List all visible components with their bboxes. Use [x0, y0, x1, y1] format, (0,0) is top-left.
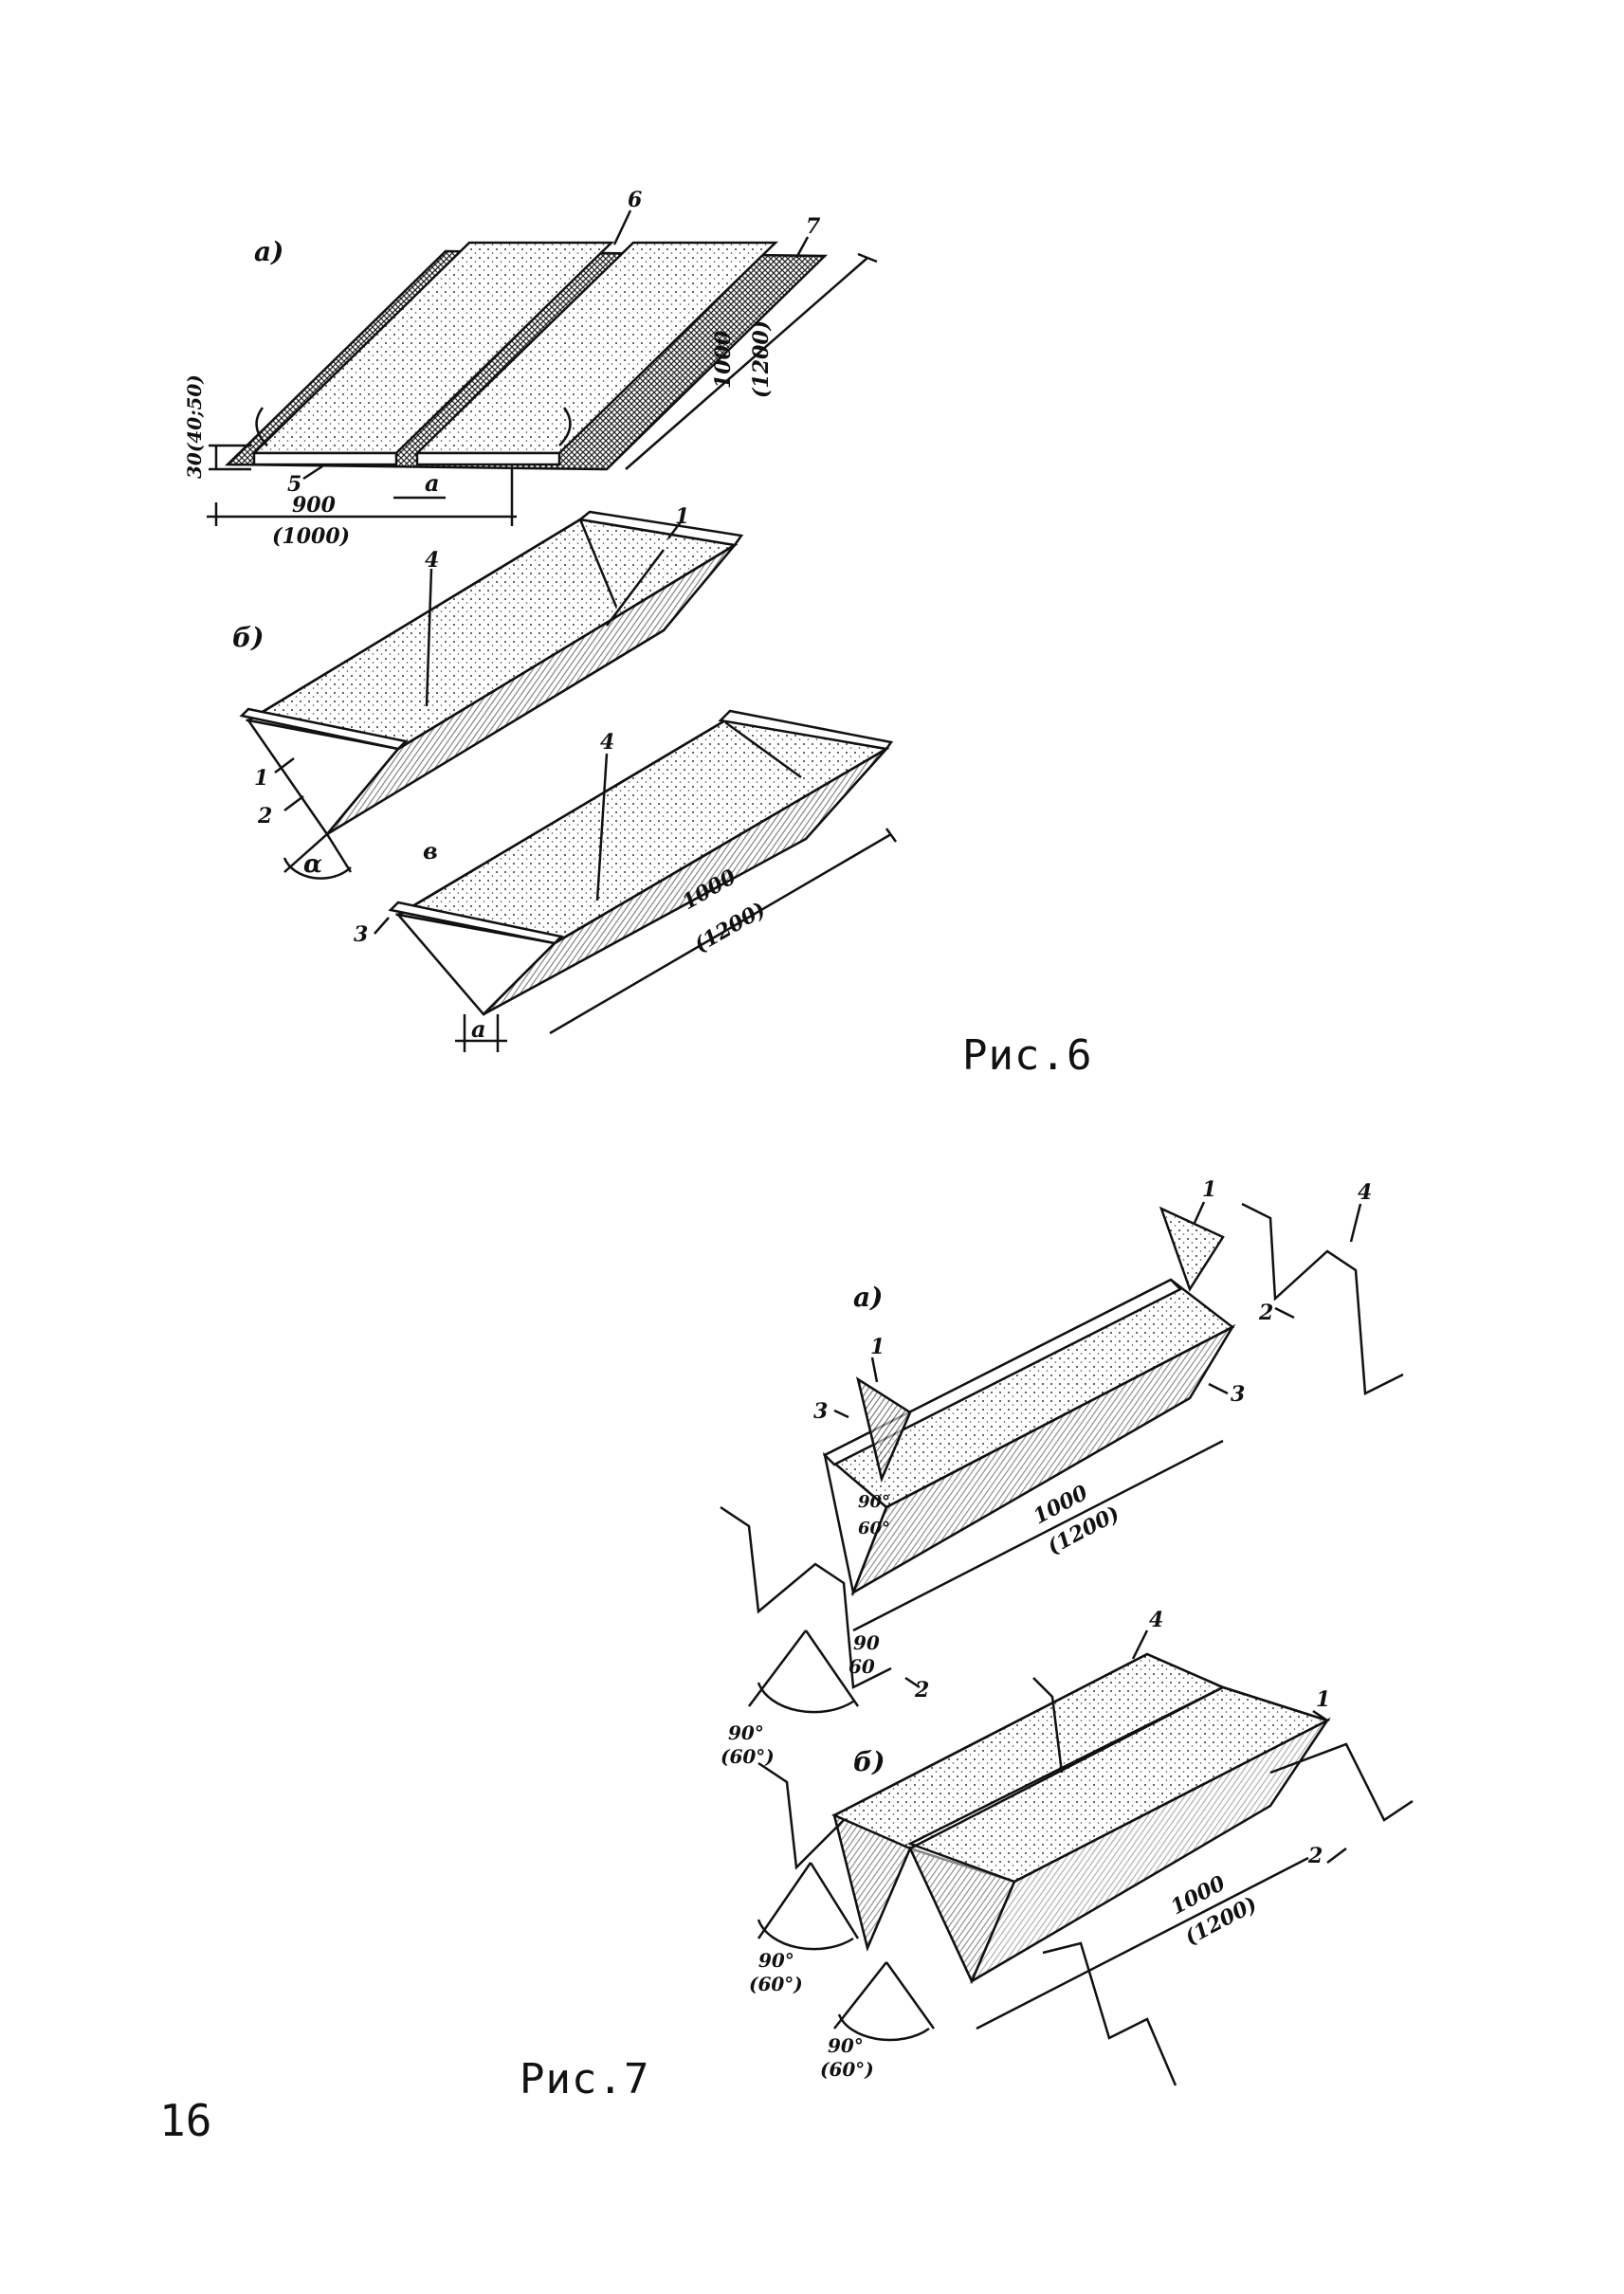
fig7-a-angle-dim-alt: (60°) [721, 1745, 775, 1768]
figure6-drawing [207, 209, 898, 1052]
fig7-b-angle-dim-2: 90° [828, 2034, 864, 2057]
fig7-a-angle-1: 90° [858, 1492, 890, 1512]
fig6-b-angle: α [303, 850, 322, 879]
fig6-b-label-1: 1 [254, 766, 268, 791]
fig7-labels: а) 1 4 2 1 3 3 2 90° 60° 90 60 90° (60°)… [721, 1177, 1372, 2081]
fig6-panel-a-mats [207, 209, 878, 526]
fig7-a-angle-4: 60 [848, 1655, 875, 1678]
fig7-b-angle-dim-1: 90° [758, 1949, 794, 1972]
fig6-b-label-2: 2 [257, 804, 272, 828]
fig6-a-dim-width-alt: (1000) [272, 524, 350, 549]
fig7-b-label-1: 1 [1316, 1687, 1330, 1712]
fig6-panel-c-trough [374, 709, 898, 1052]
fig7-a-label-4: 4 [1358, 1180, 1372, 1205]
fig6-c-dim-gap: а [471, 1015, 486, 1043]
fig6-a-dim-length: 1000 [711, 330, 736, 389]
fig7-a-angle-3: 90 [853, 1631, 880, 1654]
fig7-b-label-4: 4 [1149, 1608, 1163, 1632]
figure7-drawing [720, 1201, 1414, 2086]
fig6-a-letter: а) [254, 236, 283, 267]
fig6-a-dim-gap: а [425, 469, 440, 497]
fig7-b-letter: б) [853, 1746, 885, 1777]
fig7-b-angle-dim-2-alt: (60°) [820, 2058, 874, 2081]
fig7-panel-b-trough [757, 1629, 1414, 2086]
fig6-a-dim-thickness: 30(40;50) [183, 374, 206, 479]
fig7-a-label-3-right: 3 [1231, 1382, 1245, 1407]
fig6-b-label-1-top: 1 [675, 504, 689, 529]
fig6-b-label-4: 4 [425, 548, 439, 573]
fig6-a-dim-width: 900 [292, 493, 337, 518]
fig6-a-dim-length-alt: (1200) [749, 320, 774, 398]
fig6-a-label-6: 6 [628, 188, 642, 212]
figure6-caption: Рис.6 [962, 1031, 1093, 1080]
fig7-a-label-1-top: 1 [1202, 1177, 1216, 1202]
fig7-a-angle-2: 60° [858, 1519, 890, 1538]
fig6-panel-b-trough [239, 510, 744, 880]
fig7-a-letter: а) [853, 1282, 883, 1313]
fig7-a-label-2-top: 2 [1258, 1301, 1273, 1325]
fig7-b-label-2: 2 [1307, 1844, 1323, 1868]
fig6-a-label-7: 7 [806, 214, 821, 239]
fig7-a-angle-dim: 90° [728, 1721, 764, 1744]
fig7-panel-a-trough [720, 1201, 1404, 1714]
page-number: 16 [159, 2095, 212, 2146]
fig6-a-label-5: 5 [287, 472, 301, 497]
fig6-c-letter: в [423, 837, 438, 865]
fig6-c-label-4: 4 [600, 730, 614, 755]
fig7-a-label-1: 1 [870, 1335, 885, 1359]
fig7-b-angle-dim-1-alt: (60°) [749, 1973, 803, 1995]
fig7-a-label-3-left: 3 [813, 1399, 828, 1424]
figure7-caption: Рис.7 [520, 2055, 650, 2103]
fig6-b-letter: б) [232, 622, 264, 653]
fig6-c-label-3: 3 [354, 922, 368, 947]
fig7-a-label-2: 2 [914, 1678, 929, 1702]
